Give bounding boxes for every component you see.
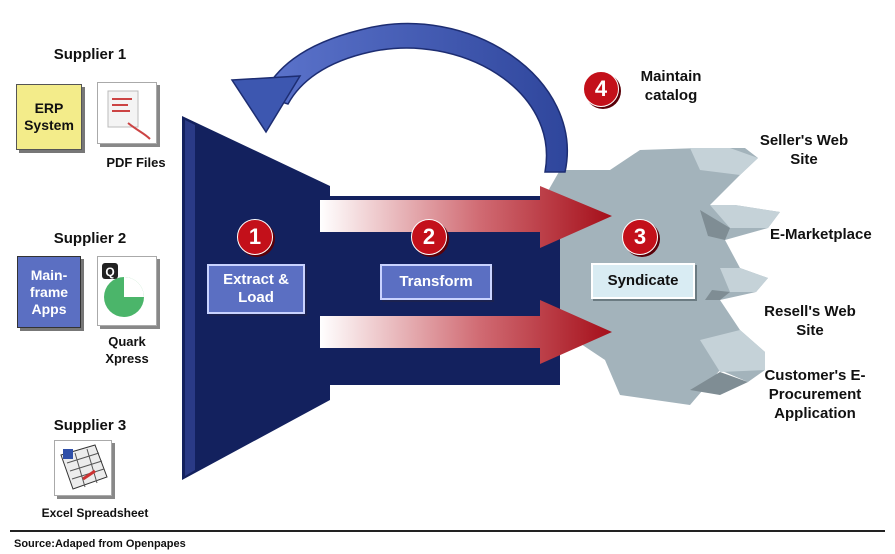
excel-spreadsheet-thumbnail: [54, 440, 112, 496]
source-divider: [10, 530, 885, 532]
svg-text:Q: Q: [105, 265, 114, 279]
output-sellers-web-site: Seller's Web Site: [759, 132, 849, 168]
output-e-marketplace: E-Marketplace: [770, 226, 872, 243]
spreadsheet-icon: [60, 444, 108, 490]
pdf-files-label: PDF Files: [106, 155, 166, 170]
excel-spreadsheet-label: Excel Spreadsheet: [41, 506, 149, 520]
supplier-2-label: Supplier 2: [53, 230, 127, 247]
mainframe-apps-box: Main-frame Apps: [17, 256, 81, 328]
syndicate-box: Syndicate: [591, 263, 695, 299]
quark-document-icon: Q: [102, 263, 144, 317]
quark-xpress-label: Quark Xpress: [105, 334, 149, 366]
step-1-badge: 1: [237, 219, 273, 255]
supplier-1-label: Supplier 1: [53, 46, 127, 63]
maintain-loop-arrow: [230, 22, 568, 173]
output-customers-e-procurement: Customer's E-Procurement Application: [764, 367, 866, 422]
step-4-badge: 4: [583, 71, 619, 107]
supplier-3-label: Supplier 3: [53, 417, 127, 434]
source-note: Source:Adaped from Openpapes: [14, 538, 186, 550]
flow-arrows: [320, 186, 612, 364]
extract-load-box: Extract & Load: [207, 264, 305, 314]
step-2-badge: 2: [411, 219, 447, 255]
pdf-file-thumbnail: [97, 82, 157, 144]
step-3-badge: 3: [622, 219, 658, 255]
pdf-document-icon: [107, 90, 151, 140]
quark-xpress-thumbnail: Q: [97, 256, 157, 326]
maintain-catalog-label: Maintain catalog: [640, 68, 702, 104]
transform-box: Transform: [380, 264, 492, 300]
erp-system-box: ERP System: [16, 84, 82, 150]
output-resells-web-site: Resell's Web Site: [764, 303, 856, 339]
